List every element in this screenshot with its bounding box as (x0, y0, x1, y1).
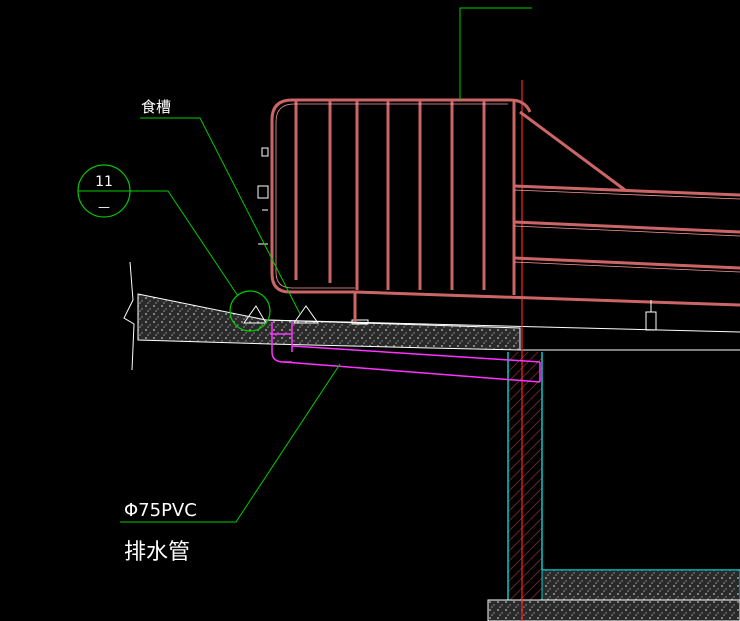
frame-fittings (257, 147, 657, 331)
trough-supports (243, 305, 369, 325)
stall-frame (270, 98, 740, 322)
detail-reference: 11 — (77, 164, 271, 332)
trough-callout: 食槽 (140, 98, 301, 315)
stall-frame-highlight (275, 103, 740, 289)
pipe-callout: Φ75PVC 排水管 (120, 363, 341, 565)
pipe-name-label: 排水管 (124, 540, 190, 565)
floor-slab (123, 261, 740, 371)
detail-number: 11 (95, 174, 113, 190)
drain-pipe (270, 322, 541, 383)
detail-sheet: — (98, 200, 110, 214)
top-leader (459, 7, 532, 100)
trough-label: 食槽 (141, 98, 171, 116)
pit-wall (487, 352, 740, 621)
pipe-spec-label: Φ75PVC (124, 500, 197, 521)
